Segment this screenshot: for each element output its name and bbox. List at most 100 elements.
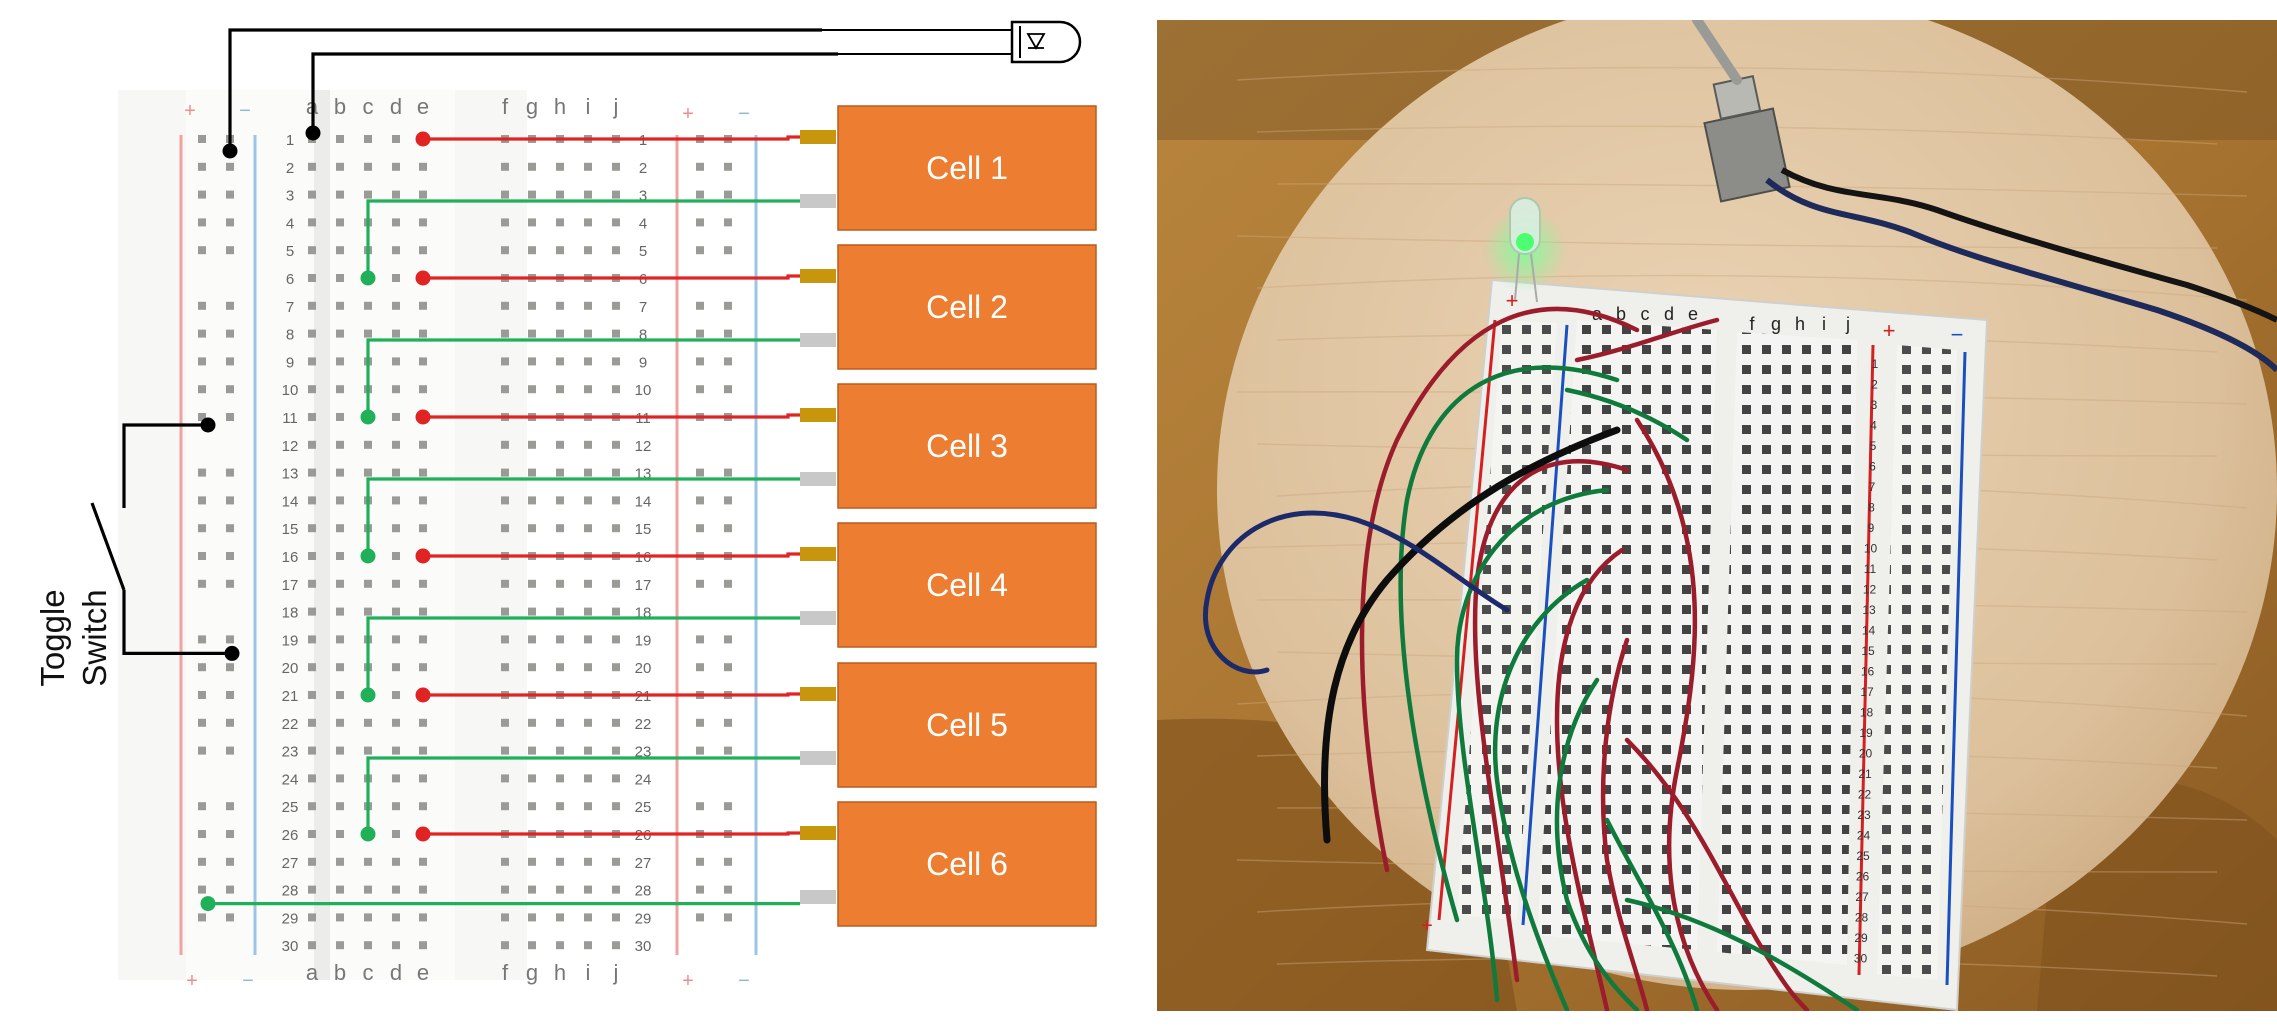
row-number-left: 30	[282, 938, 299, 955]
breadboard-hole	[501, 941, 509, 950]
led-diode-icon	[1026, 33, 1046, 50]
column-letter-top: g	[526, 94, 538, 119]
column-letter-top: d	[390, 94, 402, 119]
breadboard-hole	[696, 218, 704, 227]
breadboard-hole	[419, 301, 427, 310]
breadboard-hole	[501, 857, 509, 866]
breadboard-hole	[584, 218, 592, 227]
breadboard-hole	[528, 496, 536, 505]
breadboard-hole	[226, 218, 234, 227]
breadboard-hole	[308, 691, 316, 699]
breadboard-hole	[724, 357, 732, 366]
breadboard-hole	[612, 941, 620, 950]
row-number-left: 5	[286, 243, 294, 260]
breadboard-hole	[612, 802, 620, 811]
breadboard-hole	[226, 718, 234, 727]
breadboard-hole	[724, 468, 732, 477]
breadboard-hole	[198, 830, 206, 838]
breadboard-hole	[308, 802, 316, 811]
left-terminal-strip	[186, 90, 316, 980]
breadboard-hole	[336, 830, 344, 838]
breadboard-hole	[724, 579, 732, 588]
breadboard-hole	[226, 552, 234, 560]
breadboard-hole	[226, 524, 234, 533]
breadboard-hole	[419, 607, 427, 616]
breadboard-hole	[584, 496, 592, 505]
photo-rail-blue-right	[1945, 351, 1967, 986]
breadboard-hole	[724, 718, 732, 727]
breadboard-hole	[612, 162, 620, 171]
row-number-left: 10	[282, 382, 299, 399]
photo-row-number: 9	[1868, 521, 1875, 535]
green-wire	[366, 756, 800, 834]
breadboard-hole	[528, 162, 536, 171]
row-number-right: 4	[639, 215, 647, 232]
photo-wire-red	[1600, 637, 1650, 1011]
cell-negative-terminal	[800, 611, 836, 625]
breadboard-hole	[584, 885, 592, 894]
battery-cell	[837, 662, 1097, 788]
breadboard-hole	[612, 357, 620, 366]
rail-plus-label-top-right: +	[682, 103, 694, 125]
breadboard-hole	[336, 190, 344, 199]
breadboard-hole	[419, 746, 427, 755]
breadboard-hole	[336, 579, 344, 588]
row-number-right: 19	[635, 632, 652, 649]
led-symbol	[822, 20, 1082, 64]
breadboard-hole	[336, 218, 344, 227]
photo-row-number: 26	[1856, 870, 1870, 884]
breadboard-hole	[584, 941, 592, 950]
row-number-left: 13	[282, 466, 299, 483]
photo-switch-lever	[1692, 20, 1742, 85]
breadboard-hole	[556, 440, 564, 449]
cell-label: Cell 3	[926, 428, 1008, 464]
breadboard-hole	[364, 746, 372, 755]
photo-led-light	[1516, 233, 1534, 251]
column-letter-bottom: i	[586, 960, 591, 985]
breadboard-hole	[696, 579, 704, 588]
green-wire	[366, 616, 800, 695]
photo-row-number: 16	[1861, 665, 1875, 679]
breadboard-hole	[392, 385, 400, 394]
row-number-left: 20	[282, 660, 299, 677]
row-number-left: 9	[286, 354, 294, 371]
breadboard-hole	[724, 913, 732, 922]
red-wire	[423, 135, 800, 141]
row-number-left: 12	[282, 438, 299, 455]
breadboard-hole	[724, 746, 732, 755]
breadboard-hole	[336, 246, 344, 255]
toggle-switch-endpoint-bottom	[224, 645, 240, 661]
photo-rail-grid-right	[1877, 345, 1957, 980]
photo-row-number: 13	[1862, 603, 1876, 617]
breadboard-hole	[392, 496, 400, 505]
breadboard-hole	[528, 663, 536, 672]
wires	[90, 28, 838, 912]
row-number-right: 25	[635, 799, 652, 816]
green-wire-endpoint	[360, 270, 376, 286]
breadboard-hole	[528, 190, 536, 199]
photo-row-number: 5	[1870, 439, 1877, 453]
breadboard-hole	[226, 746, 234, 755]
breadboard-hole	[556, 857, 564, 866]
row-number-right: 22	[635, 716, 652, 733]
battery-cell	[837, 383, 1097, 509]
breadboard-hole	[419, 579, 427, 588]
rail-plus-label-top-left: +	[184, 100, 196, 122]
toggle-switch-wire-bottom	[122, 590, 232, 656]
breadboard-hole	[419, 663, 427, 672]
column-letter-bottom: j	[613, 960, 619, 985]
breadboard-hole	[336, 746, 344, 755]
photo-wire-green	[1554, 677, 1640, 1011]
breadboard-hole	[336, 301, 344, 310]
breadboard-hole	[308, 663, 316, 672]
breadboard-hole	[198, 135, 206, 143]
battery-cell	[837, 105, 1097, 231]
photo-row-number: 17	[1860, 685, 1874, 699]
breadboard-hole	[198, 913, 206, 922]
photo-wire-red	[1472, 459, 1630, 983]
red-wire	[423, 413, 800, 419]
breadboard-hole	[501, 440, 509, 449]
breadboard-hole	[501, 885, 509, 894]
breadboard-hole	[724, 218, 732, 227]
row-number-right: 12	[635, 438, 652, 455]
